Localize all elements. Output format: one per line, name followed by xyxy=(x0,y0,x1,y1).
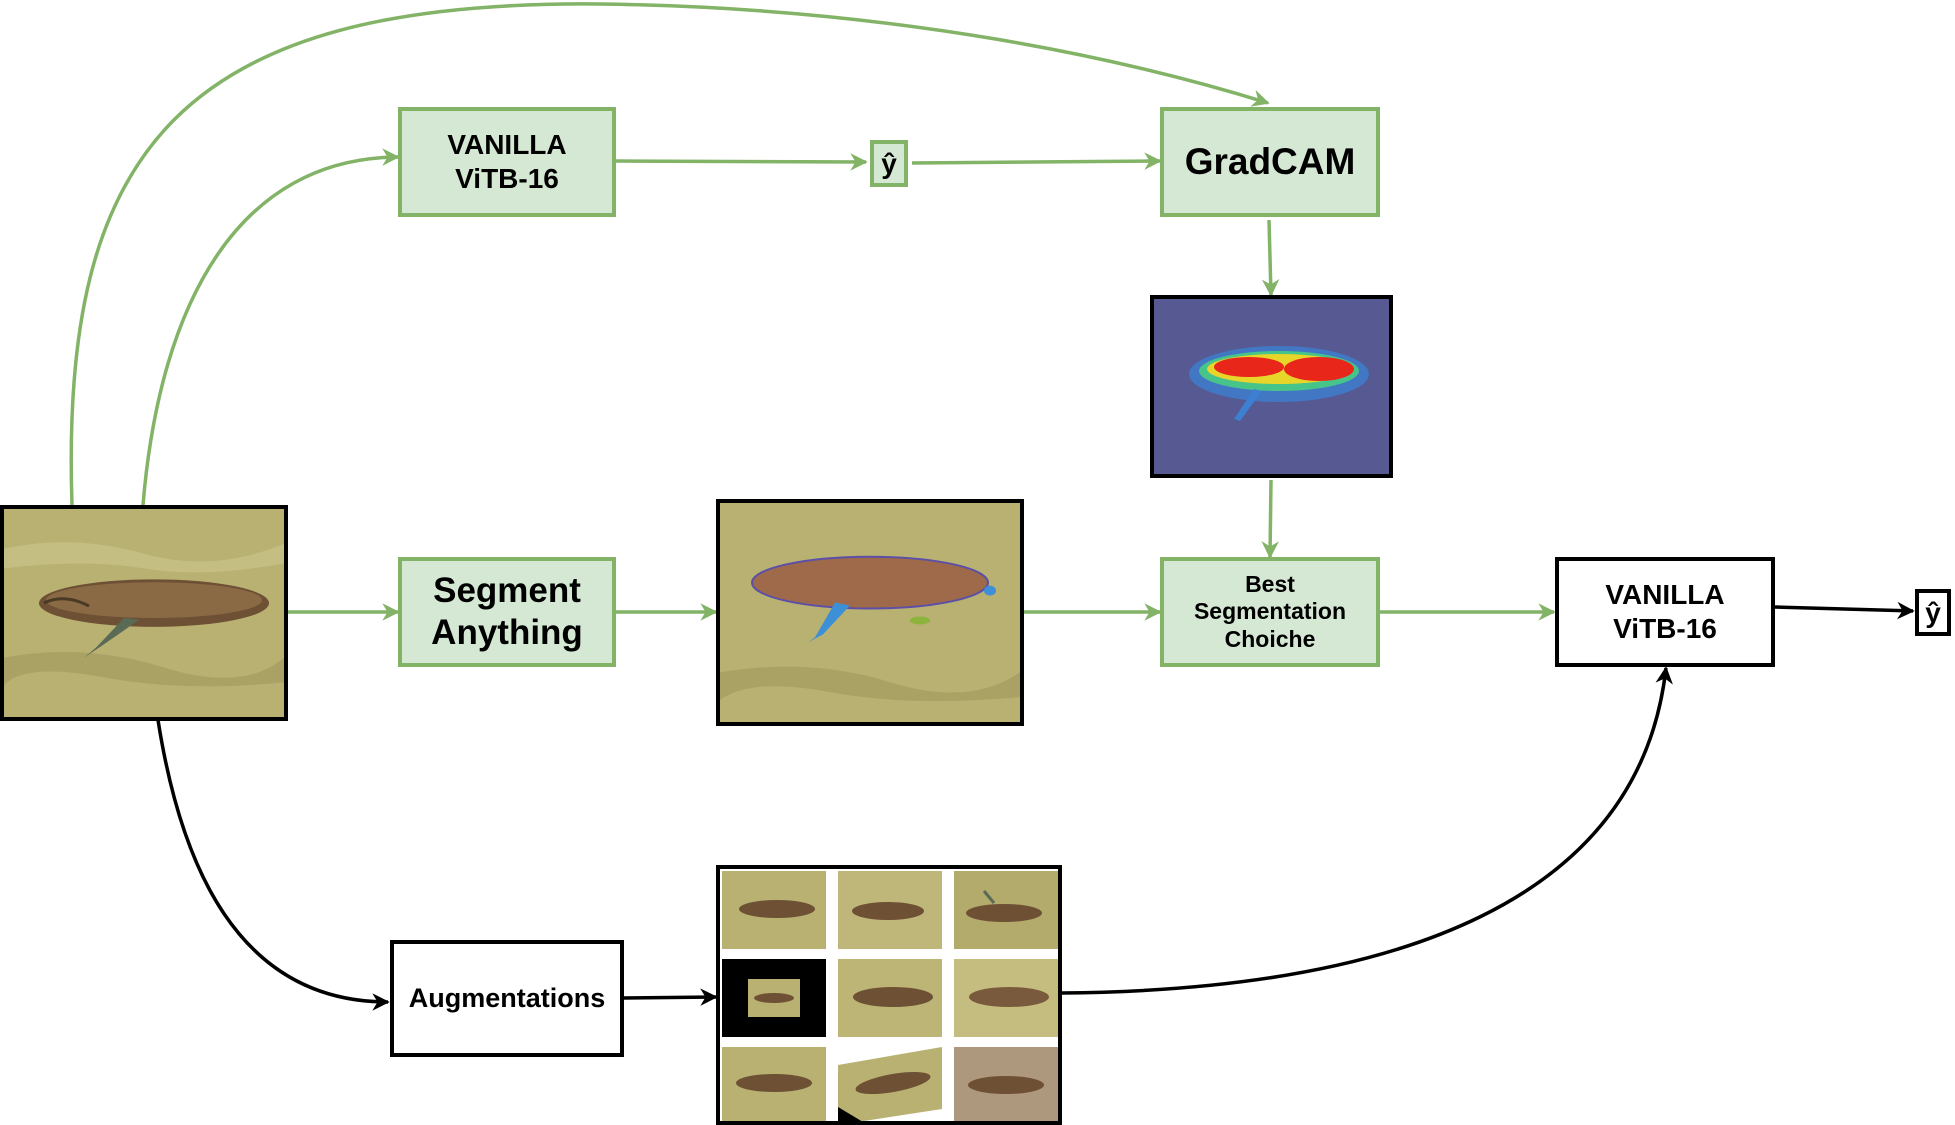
segmentation-graphic xyxy=(720,503,1020,722)
aug-cell-8 xyxy=(838,1047,942,1121)
best-line2: Segmentation xyxy=(1193,598,1347,625)
arrow-vit-right-to-yhat xyxy=(1774,601,1915,620)
vit-right-box: VANILLA ViTB-16 xyxy=(1555,557,1775,667)
arrow-vit-to-yhat xyxy=(615,153,868,171)
aug-cell-4 xyxy=(722,959,826,1037)
aug-cell-7 xyxy=(722,1047,826,1121)
aug-cell-3 xyxy=(954,871,1058,949)
gradcam-label: GradCAM xyxy=(1184,140,1356,182)
arrow-augmentations-to-grid xyxy=(623,988,718,1006)
aug-original-graphic xyxy=(722,871,826,949)
aug-crop-graphic xyxy=(838,959,942,1037)
aug-brightness-graphic xyxy=(954,959,1058,1037)
aug-rotate-graphic xyxy=(838,1047,942,1121)
gradcam-heatmap-image xyxy=(1150,295,1393,478)
vit-right-line2: ViTB-16 xyxy=(1613,613,1717,644)
heatmap-graphic xyxy=(1154,299,1389,474)
arrow-input-to-gradcam xyxy=(69,2,1270,506)
aug-flip-graphic xyxy=(954,871,1058,949)
aug-zoomout-graphic xyxy=(722,959,826,1037)
yhat-top-box: ŷ xyxy=(870,140,908,187)
vit-top-box: VANILLA ViTB-16 xyxy=(398,107,616,217)
yhat-right-label: ŷ xyxy=(1925,596,1941,628)
aug-cell-9 xyxy=(954,1047,1058,1121)
arrow-grid-to-vit-right xyxy=(1061,666,1673,995)
gradcam-box: GradCAM xyxy=(1160,107,1380,217)
sam-line2: Anything xyxy=(431,613,583,652)
aug-cell-2 xyxy=(838,871,942,949)
sam-line1: Segment xyxy=(433,571,581,610)
vit-top-line2: ViTB-16 xyxy=(455,163,559,194)
vit-top-line1: VANILLA xyxy=(447,129,567,161)
aug-shift-graphic xyxy=(838,871,942,949)
arrow-gradcam-to-heatmap xyxy=(1261,219,1280,297)
best-line1: Best xyxy=(1245,570,1295,597)
aug-cell-5 xyxy=(838,959,942,1037)
augmentations-box: Augmentations xyxy=(390,940,624,1057)
aug-cell-1 xyxy=(722,871,826,949)
yhat-right-box: ŷ xyxy=(1915,589,1951,636)
input-turtle-image xyxy=(0,505,288,721)
aug-noise-graphic xyxy=(954,1047,1058,1121)
yhat-top-label: ŷ xyxy=(881,147,897,179)
arrow-yhat-to-gradcam xyxy=(911,152,1162,170)
augmentation-grid-image xyxy=(716,865,1062,1125)
aug-cell-6 xyxy=(954,959,1058,1037)
arrow-input-to-vit-top xyxy=(141,148,400,506)
augmentations-label: Augmentations xyxy=(408,983,606,1014)
best-segmentation-box: Best Segmentation Choiche xyxy=(1160,557,1380,667)
segment-anything-box: Segment Anything xyxy=(398,557,616,667)
best-line3: Choiche xyxy=(1224,625,1316,652)
vit-right-line1: VANILLA xyxy=(1605,579,1725,611)
segmented-turtle-image xyxy=(716,499,1024,726)
arrow-input-to-augmentations xyxy=(156,719,390,1011)
turtle-photo-graphic xyxy=(4,509,284,717)
aug-scale-graphic xyxy=(722,1047,826,1121)
arrow-heatmap-to-best xyxy=(1261,479,1279,559)
